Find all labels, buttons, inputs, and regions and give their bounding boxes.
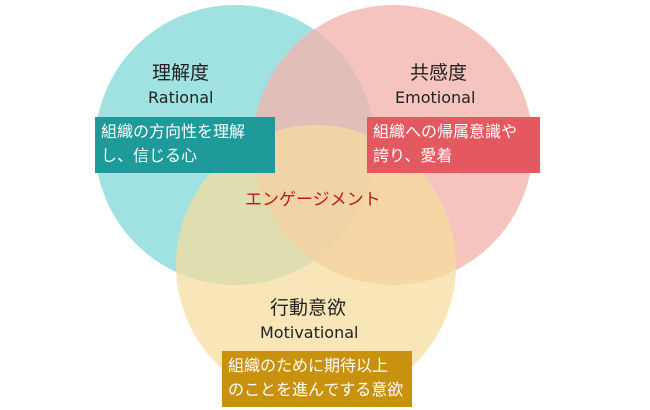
rational-title: 理解度 <box>152 62 210 84</box>
motivational-description-line: 組織のために期待以上 <box>228 356 389 375</box>
rational-description-line: し、信じる心 <box>101 146 198 165</box>
rational-description-line: 組織の方向性を理解 <box>101 122 246 141</box>
motivational-description-box: 組織のために期待以上 のことを進んでする意欲 <box>222 351 412 407</box>
rational-description-box: 組織の方向性を理解 し、信じる心 <box>95 117 275 173</box>
emotional-subtitle: Emotional <box>395 88 476 107</box>
emotional-title: 共感度 <box>410 62 468 84</box>
emotional-description-line: 誇り、愛着 <box>373 146 453 165</box>
motivational-subtitle: Motivational <box>260 323 359 342</box>
motivational-description-line: のことを進んでする意欲 <box>228 380 404 399</box>
emotional-description-line: 組織への帰属意識や <box>373 122 518 141</box>
center-label: エンゲージメント <box>245 190 381 210</box>
rational-subtitle: Rational <box>148 88 214 107</box>
motivational-circle <box>176 125 456 405</box>
motivational-title: 行動意欲 <box>270 297 347 319</box>
emotional-description-box: 組織への帰属意識や 誇り、愛着 <box>367 117 540 173</box>
